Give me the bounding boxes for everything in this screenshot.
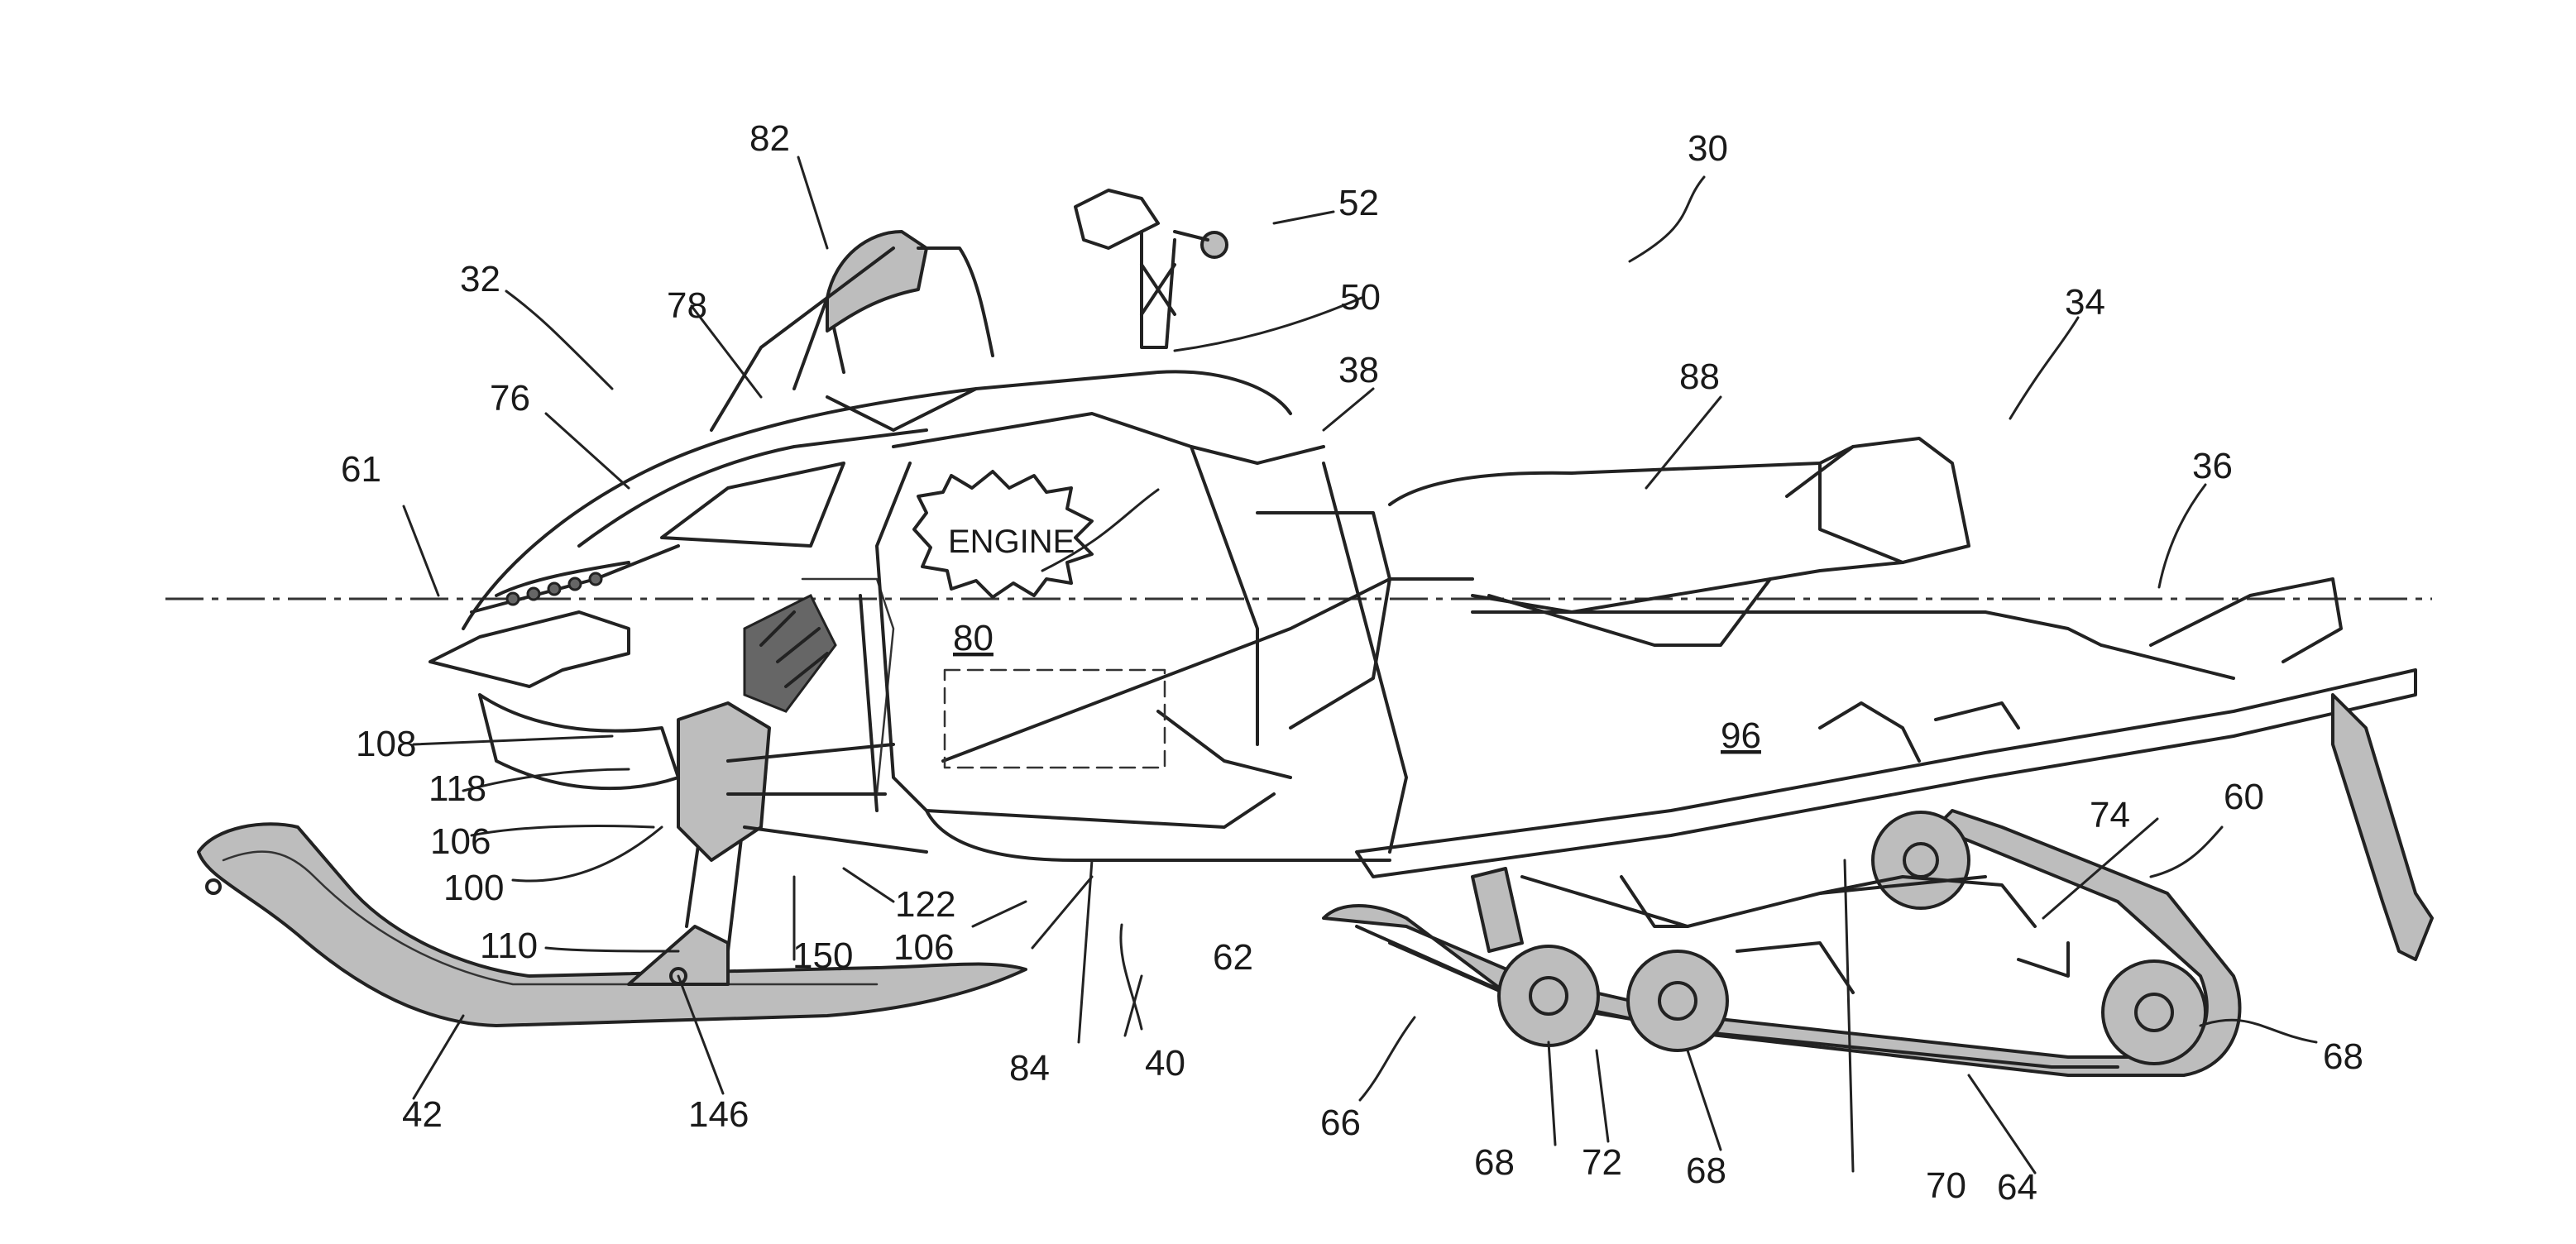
label-64: 64 bbox=[1997, 1167, 2037, 1208]
label-82: 82 bbox=[749, 118, 790, 159]
label-146: 146 bbox=[688, 1094, 749, 1135]
label-96: 96 bbox=[1721, 715, 1761, 756]
leader-lines bbox=[402, 156, 2318, 1175]
reference-labels: 30 32 34 36 38 40 42 50 52 60 61 62 64 6… bbox=[341, 118, 2363, 1208]
label-40: 40 bbox=[1145, 1043, 1185, 1084]
label-122: 122 bbox=[895, 884, 955, 925]
label-66: 66 bbox=[1320, 1103, 1361, 1143]
label-42: 42 bbox=[402, 1094, 443, 1135]
wheels bbox=[1497, 811, 2207, 1065]
engine-text: ENGINE bbox=[948, 524, 1075, 560]
rear-suspension bbox=[1471, 867, 2070, 994]
label-36: 36 bbox=[2192, 446, 2233, 486]
label-118: 118 bbox=[429, 768, 486, 809]
hood-fairing bbox=[462, 296, 1292, 630]
label-38: 38 bbox=[1338, 350, 1379, 390]
tunnel bbox=[1322, 462, 2417, 878]
snow-flap bbox=[2331, 693, 2434, 961]
label-60: 60 bbox=[2224, 777, 2264, 817]
label-61: 61 bbox=[341, 449, 381, 490]
dashed-box-80 bbox=[943, 668, 1166, 769]
side-body bbox=[859, 412, 1474, 862]
label-78: 78 bbox=[667, 285, 707, 326]
label-84: 84 bbox=[1009, 1048, 1050, 1088]
label-100: 100 bbox=[443, 868, 504, 908]
handlebar bbox=[1074, 189, 1228, 349]
track bbox=[1322, 809, 2242, 1077]
label-88: 88 bbox=[1679, 356, 1720, 397]
seat bbox=[1388, 437, 1970, 647]
engine-burst: ENGINE bbox=[912, 470, 1094, 599]
label-68b: 68 bbox=[1686, 1151, 1726, 1191]
label-150: 150 bbox=[792, 935, 853, 976]
label-70: 70 bbox=[1926, 1165, 1966, 1206]
label-72: 72 bbox=[1582, 1142, 1622, 1183]
label-68a: 68 bbox=[1474, 1142, 1515, 1183]
label-74: 74 bbox=[2090, 795, 2130, 835]
label-30: 30 bbox=[1688, 128, 1728, 169]
label-76: 76 bbox=[490, 378, 530, 419]
label-52: 52 bbox=[1338, 183, 1379, 223]
slide-rail bbox=[1388, 941, 2119, 1069]
label-106b: 106 bbox=[893, 927, 954, 968]
label-110: 110 bbox=[480, 926, 538, 966]
front-nose bbox=[429, 544, 680, 791]
label-32: 32 bbox=[460, 259, 500, 299]
label-106a: 106 bbox=[430, 821, 491, 862]
label-68c: 68 bbox=[2323, 1036, 2363, 1077]
windshield bbox=[792, 230, 994, 390]
ski bbox=[197, 822, 1027, 1027]
label-80: 80 bbox=[953, 618, 994, 658]
label-62: 62 bbox=[1213, 937, 1253, 978]
front-suspension bbox=[677, 577, 928, 862]
label-34: 34 bbox=[2065, 282, 2105, 323]
label-108: 108 bbox=[356, 724, 416, 764]
label-50: 50 bbox=[1340, 277, 1381, 318]
